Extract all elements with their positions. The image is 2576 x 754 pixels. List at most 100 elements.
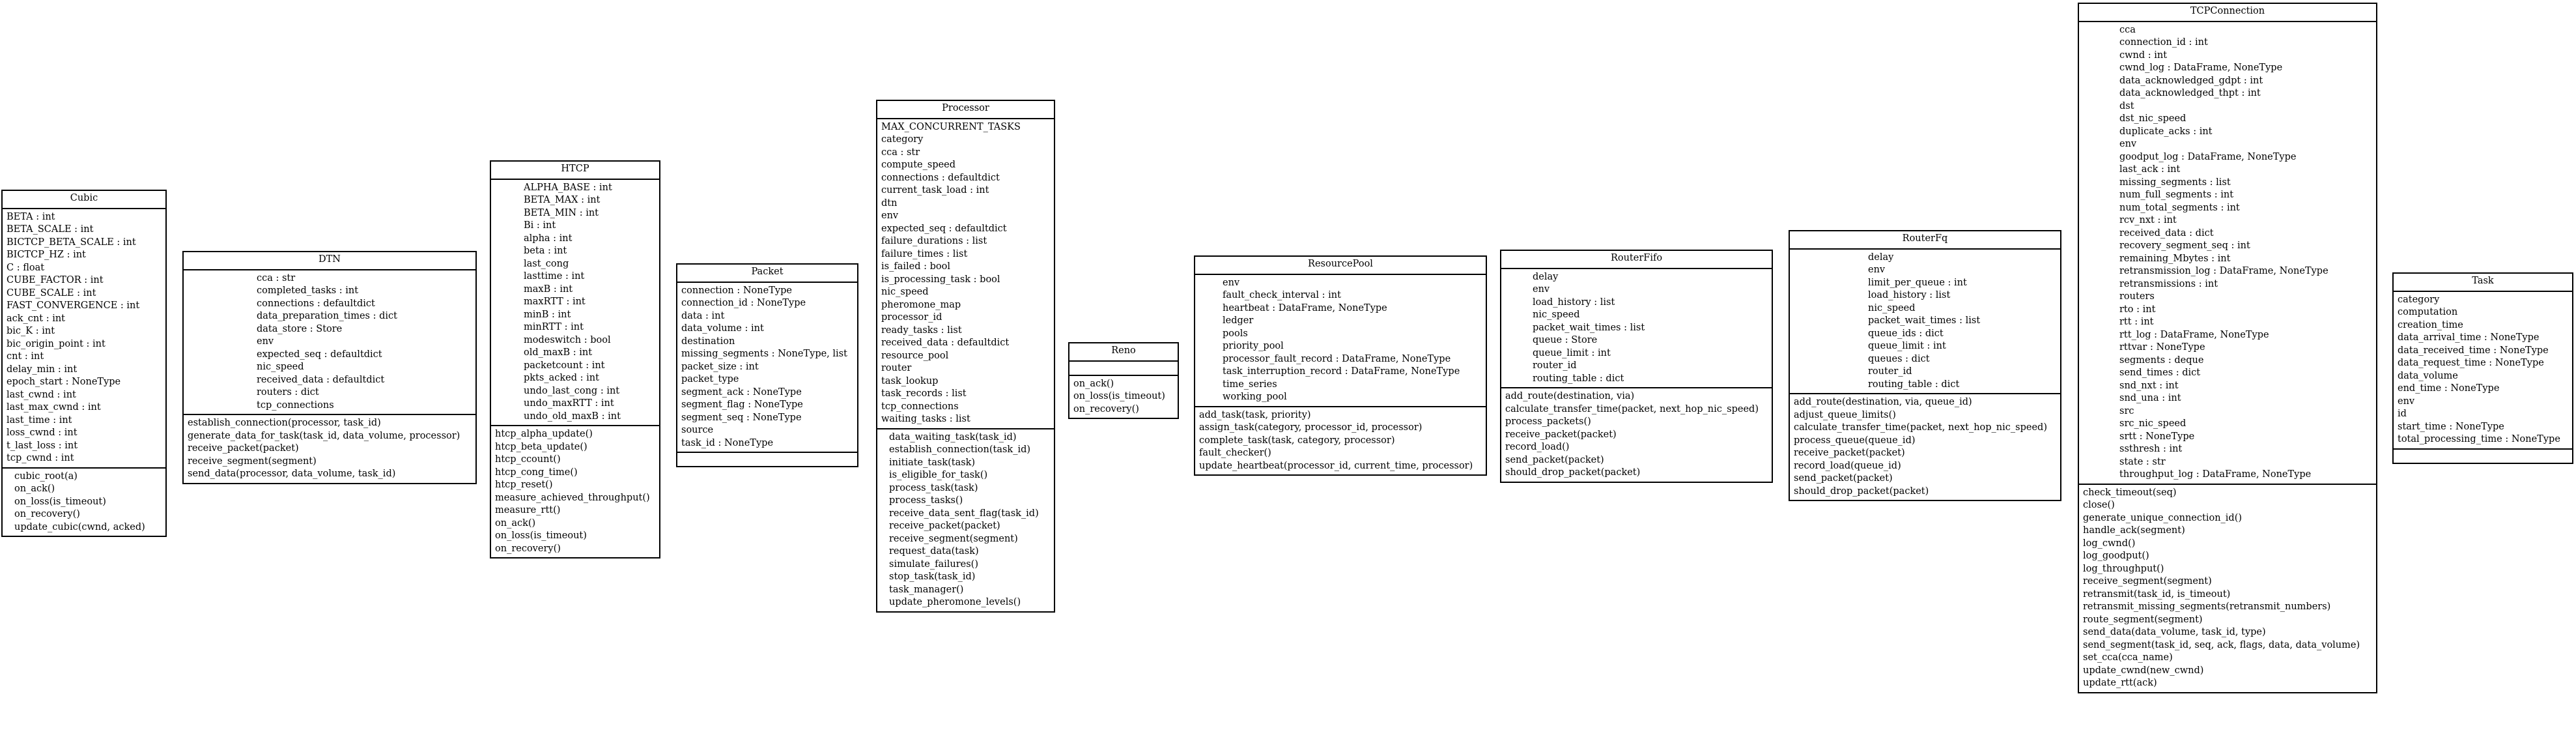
method-list bbox=[677, 453, 857, 466]
method-receive-segment: receive_segment(segment) bbox=[2083, 576, 2212, 587]
method-calculate-transfer-time: calculate_transfer_time(packet, next_hop… bbox=[1505, 403, 1759, 414]
attribute-nic-speed: nic_speed bbox=[1868, 302, 1916, 313]
attribute-bictcp-hz: BICTCP_HZ : int bbox=[7, 250, 86, 260]
attribute-segment-ack: segment_ack : NoneType bbox=[681, 386, 802, 398]
method-is-eligible-for-task: is_eligible_for_task() bbox=[889, 470, 988, 480]
method-list: establish_connection(processor, task_id)… bbox=[184, 415, 475, 483]
method-log-cwnd: log_cwnd() bbox=[2083, 538, 2136, 549]
attribute-processor-id: processor_id bbox=[881, 312, 942, 323]
attribute-packet-wait-times: packet_wait_times : list bbox=[1533, 322, 1645, 333]
attribute-undo-old-maxb: undo_old_maxB : int bbox=[524, 411, 621, 422]
attribute-router-id: router_id bbox=[1868, 366, 1912, 377]
attribute-last-ack: last_ack : int bbox=[2119, 164, 2181, 175]
attribute-start-time: start_time : NoneType bbox=[2398, 421, 2504, 432]
method-update-heartbeat: update_heartbeat(processor_id, current_t… bbox=[1199, 460, 1473, 471]
attribute-src: src bbox=[2119, 405, 2134, 416]
attribute-maxrtt: maxRTT : int bbox=[524, 297, 586, 307]
attribute-retransmission-log: retransmission_log : DataFrame, NoneType bbox=[2119, 266, 2328, 276]
attribute-beta-scale: BETA_SCALE : int bbox=[7, 224, 94, 235]
attribute-last-max-cwnd: last_max_cwnd : int bbox=[7, 402, 101, 413]
method-measure-rtt: measure_rtt() bbox=[495, 505, 561, 515]
attribute-remaining-mbytes: remaining_Mbytes : int bbox=[2119, 253, 2231, 264]
method-list bbox=[2394, 450, 2572, 463]
method-should-drop-packet: should_drop_packet(packet) bbox=[1505, 467, 1641, 478]
attribute-missing-segments: missing_segments : NoneType, list bbox=[681, 349, 847, 359]
attribute-env: env bbox=[1533, 284, 1550, 295]
attribute-alpha-base: ALPHA_BASE : int bbox=[524, 182, 612, 193]
method-adjust-queue-limits: adjust_queue_limits() bbox=[1794, 409, 1896, 420]
attribute-delay: delay bbox=[1868, 252, 1894, 263]
method-send-packet: send_packet(packet) bbox=[1794, 473, 1893, 484]
method-on-ack: on_ack() bbox=[495, 517, 536, 529]
attribute-routers: routers bbox=[2119, 291, 2155, 302]
attribute-cwnd-log: cwnd_log : DataFrame, NoneType bbox=[2119, 63, 2283, 73]
attribute-creation-time: creation_time bbox=[2398, 319, 2463, 330]
attribute-connection-id: connection_id : int bbox=[2119, 37, 2208, 48]
method-list: check_timeout(seq)close()generate_unique… bbox=[2079, 485, 2376, 692]
method-generate-data-for-task: generate_data_for_task(task_id, data_vol… bbox=[188, 430, 460, 441]
attribute-env: env bbox=[2398, 396, 2415, 407]
method-receive-packet: receive_packet(packet) bbox=[188, 443, 299, 454]
attribute-dst: dst bbox=[2119, 100, 2134, 111]
method-close: close() bbox=[2083, 500, 2115, 510]
attribute-task-lookup: task_lookup bbox=[881, 375, 939, 386]
method-request-data: request_data(task) bbox=[889, 546, 979, 557]
method-should-drop-packet: should_drop_packet(packet) bbox=[1794, 486, 1929, 497]
method-receive-data-sent-flag: receive_data_sent_flag(task_id) bbox=[889, 508, 1039, 519]
attribute-max-concurrent-tasks: MAX_CONCURRENT_TASKS bbox=[881, 121, 1021, 132]
attribute-srtt: srtt : NoneType bbox=[2119, 431, 2195, 442]
attribute-task-id: task_id : NoneType bbox=[681, 437, 774, 448]
attribute-rtt: rtt : int bbox=[2119, 317, 2154, 327]
attribute-data-preparation-times: data_preparation_times : dict bbox=[257, 311, 397, 321]
attribute-env: env bbox=[2119, 139, 2137, 149]
attribute-segment-seq: segment_seq : NoneType bbox=[681, 412, 802, 423]
method-add-route: add_route(destination, via) bbox=[1505, 391, 1635, 401]
method-htcp-beta-update: htcp_beta_update() bbox=[495, 441, 587, 452]
method-record-load: record_load() bbox=[1505, 442, 1570, 452]
attribute-old-maxb: old_maxB : int bbox=[524, 347, 593, 358]
attribute-expected-seq: expected_seq : defaultdict bbox=[881, 223, 1007, 234]
attribute-completed-tasks: completed_tasks : int bbox=[257, 285, 359, 296]
method-htcp-alpha-update: htcp_alpha_update() bbox=[495, 429, 593, 439]
method-send-data: send_data(processor, data_volume, task_i… bbox=[188, 469, 396, 479]
attribute-bi: Bi : int bbox=[524, 220, 556, 231]
attribute-data-acknowledged-thpt: data_acknowledged_thpt : int bbox=[2119, 88, 2261, 98]
method-simulate-failures: simulate_failures() bbox=[889, 558, 978, 570]
attribute-cwnd: cwnd : int bbox=[2119, 50, 2168, 61]
attribute-received-data: received_data : dict bbox=[2119, 227, 2214, 239]
attribute-category: category bbox=[2398, 294, 2440, 305]
method-on-recovery: on_recovery() bbox=[14, 509, 80, 519]
attribute-time-series: time_series bbox=[1223, 379, 1277, 390]
method-send-packet: send_packet(packet) bbox=[1505, 454, 1604, 465]
class-name: Packet bbox=[677, 265, 857, 283]
attribute-segment-flag: segment_flag : NoneType bbox=[681, 399, 803, 410]
attribute-pheromone-map: pheromone_map bbox=[881, 299, 961, 310]
attribute-beta: BETA : int bbox=[7, 211, 55, 222]
attribute-fast-convergence: FAST_CONVERGENCE : int bbox=[7, 300, 140, 311]
attribute-cube-factor: CUBE_FACTOR : int bbox=[7, 275, 104, 285]
attribute-cca: cca : str bbox=[881, 147, 920, 158]
method-htcp-cong-time: htcp_cong_time() bbox=[495, 467, 578, 478]
method-update-rtt: update_rtt(ack) bbox=[2083, 678, 2157, 688]
attribute-bictcp-beta-scale: BICTCP_BETA_SCALE : int bbox=[7, 237, 136, 248]
attribute-c: C : float bbox=[7, 262, 45, 273]
method-on-ack: on_ack() bbox=[1073, 378, 1114, 389]
method-add-task: add_task(task, priority) bbox=[1199, 409, 1311, 420]
method-send-data: send_data(data_volume, task_id, type) bbox=[2083, 627, 2266, 637]
method-list: htcp_alpha_update() htcp_beta_update()htc… bbox=[491, 426, 659, 557]
class-name: RouterFq bbox=[1790, 231, 2060, 250]
attribute-ack-cnt: ack_cnt : int bbox=[7, 313, 65, 324]
method-on-loss: on_loss(is_timeout) bbox=[1073, 391, 1165, 401]
method-calculate-transfer-time: calculate_transfer_time(packet, next_hop… bbox=[1794, 422, 2047, 433]
attribute-minrtt: minRTT : int bbox=[524, 322, 584, 332]
attribute-snd-nxt: snd_nxt : int bbox=[2119, 380, 2179, 391]
attribute-source: source bbox=[681, 425, 714, 435]
attribute-category: category bbox=[881, 134, 924, 145]
attribute-task-records: task_records : list bbox=[881, 388, 967, 399]
method-measure-achieved-throughput: measure_achieved_throughput() bbox=[495, 492, 650, 503]
